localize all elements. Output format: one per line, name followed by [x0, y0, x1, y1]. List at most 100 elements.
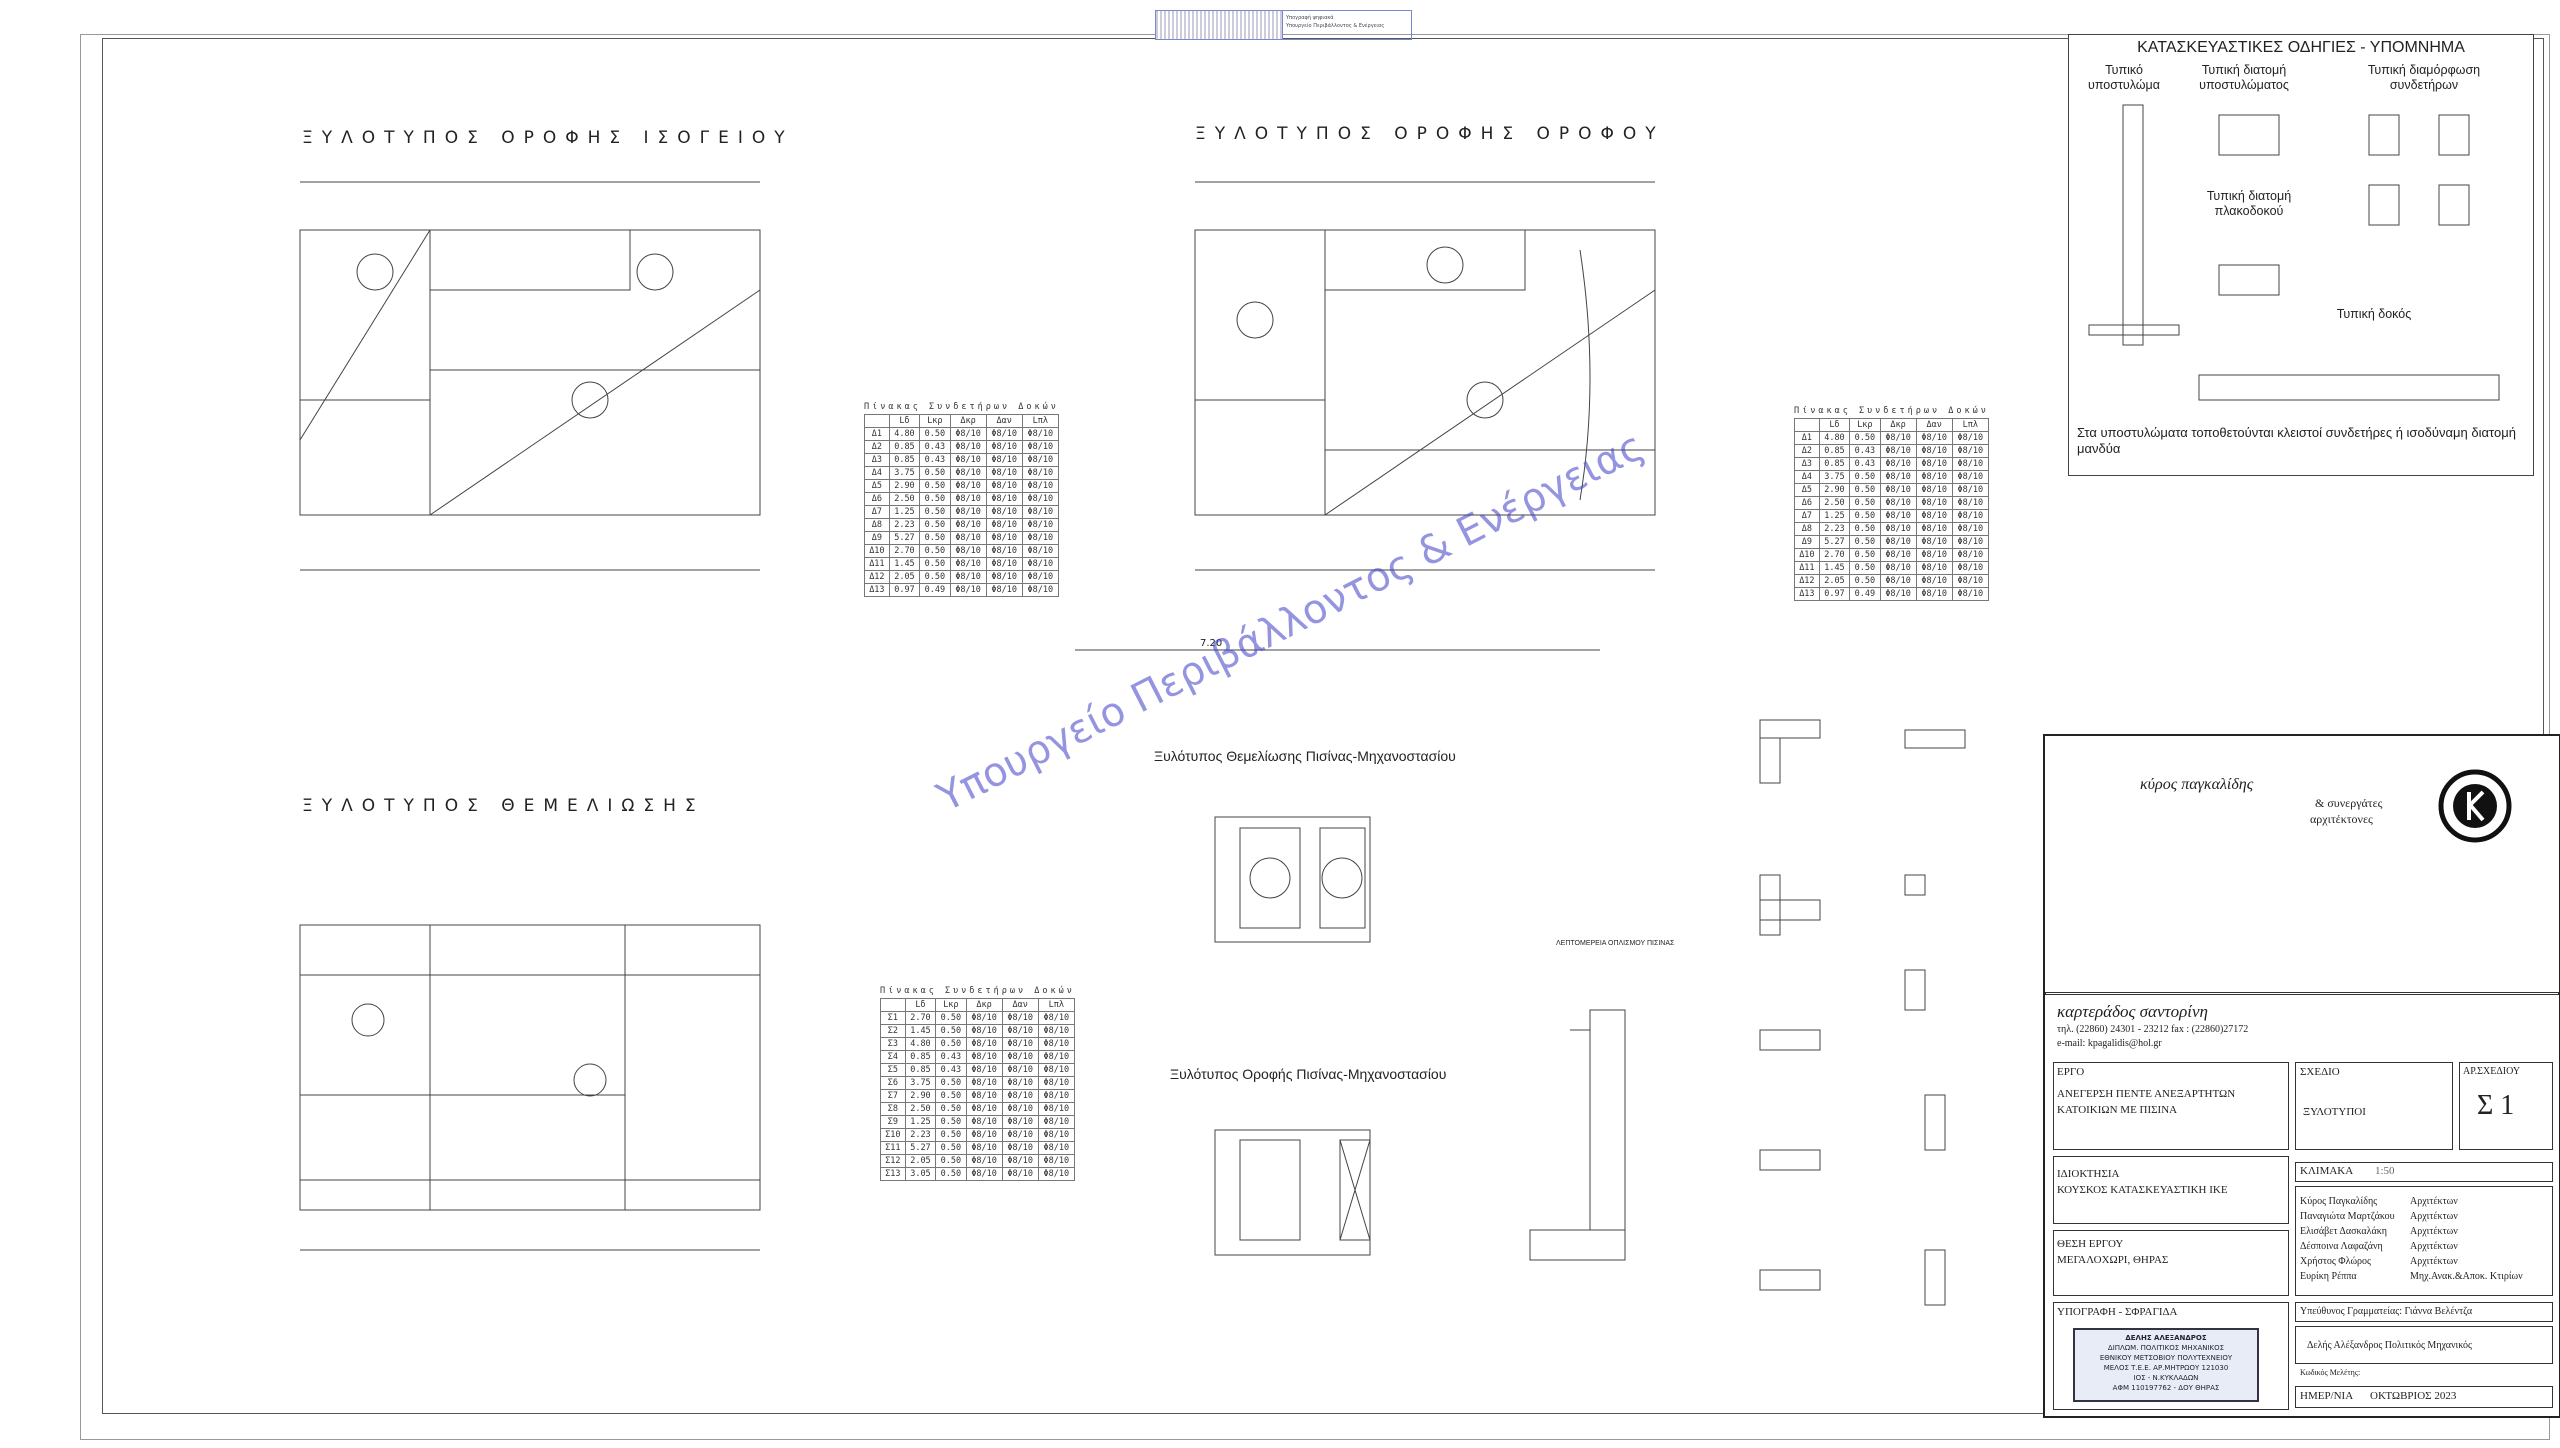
- table-cell: 0.50: [1849, 574, 1881, 588]
- table-cell: 2.05: [888, 570, 921, 584]
- table-cell: Φ8/10: [965, 1089, 1003, 1103]
- table-cell: 0.50: [1849, 509, 1881, 523]
- table-cell: 0.50: [1849, 548, 1881, 562]
- table-cell: 2.23: [888, 518, 921, 532]
- table-cell: Φ8/10: [1915, 587, 1953, 601]
- slab-outline-ground: [299, 229, 761, 516]
- table-cell: 0.97: [1818, 587, 1851, 601]
- table-cell: 2.90: [888, 479, 921, 493]
- table-cell: Φ8/10: [965, 1011, 1003, 1025]
- table-cell: Δ9: [864, 531, 890, 545]
- table-cell: 5.27: [888, 531, 921, 545]
- table-cell: Φ8/10: [949, 557, 987, 571]
- table-cell: Φ8/10: [1037, 1141, 1075, 1155]
- table-cell: Φ8/10: [985, 466, 1023, 480]
- table-cell: 0.50: [1849, 431, 1881, 445]
- table-cell: Φ8/10: [949, 479, 987, 493]
- table-cell: 3.75: [904, 1076, 937, 1090]
- table-cell: Φ8/10: [985, 453, 1023, 467]
- firm-logo: [2438, 769, 2512, 843]
- scale-value: 1:50: [2375, 1165, 2395, 1177]
- table-cell: 0.50: [935, 1076, 967, 1090]
- table-cell: Φ8/10: [1037, 1167, 1075, 1181]
- table-cell: Φ8/10: [1915, 483, 1953, 497]
- table-cell: Φ8/10: [1021, 440, 1059, 454]
- table-cell: 0.50: [1849, 483, 1881, 497]
- drawing-label: ΣΧΕΔΙΟ: [2300, 1066, 2340, 1078]
- table-cell: 0.85: [888, 440, 921, 454]
- table-cell: Φ8/10: [1021, 583, 1059, 597]
- table-cell: Φ8/10: [949, 544, 987, 558]
- table-cell: Φ8/10: [1037, 1154, 1075, 1168]
- table-cell: Δ3: [1794, 457, 1820, 471]
- table-cell: Δ11: [864, 557, 890, 571]
- table-cell: Φ8/10: [1879, 574, 1917, 588]
- table-cell: Φ8/10: [1037, 1128, 1075, 1142]
- plan-title-pool-foundation: Ξυλότυπος Θεμελίωσης Πισίνας-Μηχανοστασί…: [1154, 748, 1456, 764]
- table-cell: Lκρ: [935, 998, 967, 1012]
- table-cell: Δαν: [985, 414, 1023, 428]
- table-cell: Φ8/10: [1037, 1050, 1075, 1064]
- table-cell: 0.50: [919, 479, 951, 493]
- table-cell: Φ8/10: [1915, 457, 1953, 471]
- table-cell: Φ8/10: [1951, 535, 1989, 549]
- digital-signature-header: Υπογραφή ψηφιακά Υπουργείο Περιβάλλοντος…: [1155, 10, 1412, 40]
- table-cell: Φ8/10: [1915, 561, 1953, 575]
- table-cell: 0.50: [919, 466, 951, 480]
- firm-address: καρτεράδος σαντορίνη: [2057, 1002, 2208, 1021]
- table-cell: Σ11: [880, 1141, 906, 1155]
- table-cell: 5.27: [1818, 535, 1851, 549]
- table-cell: Δ4: [864, 466, 890, 480]
- table-cell: 3.75: [888, 466, 921, 480]
- table-cell: 0.50: [935, 1154, 967, 1168]
- table-cell: 0.43: [935, 1063, 967, 1077]
- table-cell: Φ8/10: [1951, 431, 1989, 445]
- table-cell: 0.43: [935, 1050, 967, 1064]
- table-cell: 2.90: [904, 1089, 937, 1103]
- table-cell: Φ8/10: [1915, 444, 1953, 458]
- legend-stirrup-config: Τυπική διαμόρφωση συνδετήρων: [2367, 63, 2481, 92]
- table-cell: Φ8/10: [985, 492, 1023, 506]
- table-cell: Δ8: [1794, 522, 1820, 536]
- table-cell: Lκρ: [919, 414, 951, 428]
- table-cell: 0.50: [1849, 522, 1881, 536]
- table-cell: Φ8/10: [1915, 548, 1953, 562]
- table-cell: Φ8/10: [1951, 470, 1989, 484]
- table-cell: 5.27: [904, 1141, 937, 1155]
- table-cell: Φ8/10: [1951, 496, 1989, 510]
- firm-sub-1: & συνεργάτες: [2315, 796, 2383, 810]
- table-cell: 0.50: [935, 1037, 967, 1051]
- scale-label: ΚΛΙΜΑΚΑ: [2300, 1165, 2354, 1177]
- table-cell: Φ8/10: [1021, 570, 1059, 584]
- table-cell: Φ8/10: [1037, 1089, 1075, 1103]
- table-cell: Φ8/10: [1001, 1141, 1039, 1155]
- table-cell: Φ8/10: [1037, 1024, 1075, 1038]
- table-cell: Φ8/10: [949, 466, 987, 480]
- table-cell: Σ12: [880, 1154, 906, 1168]
- firm-sub-2: αρχιτέκτονες: [2310, 812, 2373, 826]
- table-cell: Φ8/10: [1037, 1063, 1075, 1077]
- table-caption: Πίνακας Συνδετήρων Δοκών: [1794, 406, 1989, 416]
- table-cell: 2.23: [1818, 522, 1851, 536]
- table-cell: Δ7: [864, 505, 890, 519]
- table-cell: 1.45: [888, 557, 921, 571]
- table-cell: 0.50: [919, 427, 951, 441]
- stamp-line: ΑΦΜ 110197762 - ΔΟΥ ΘΗΡΑΣ: [2112, 1384, 2220, 1392]
- table-cell: 4.80: [904, 1037, 937, 1051]
- table-cell: Δ2: [1794, 444, 1820, 458]
